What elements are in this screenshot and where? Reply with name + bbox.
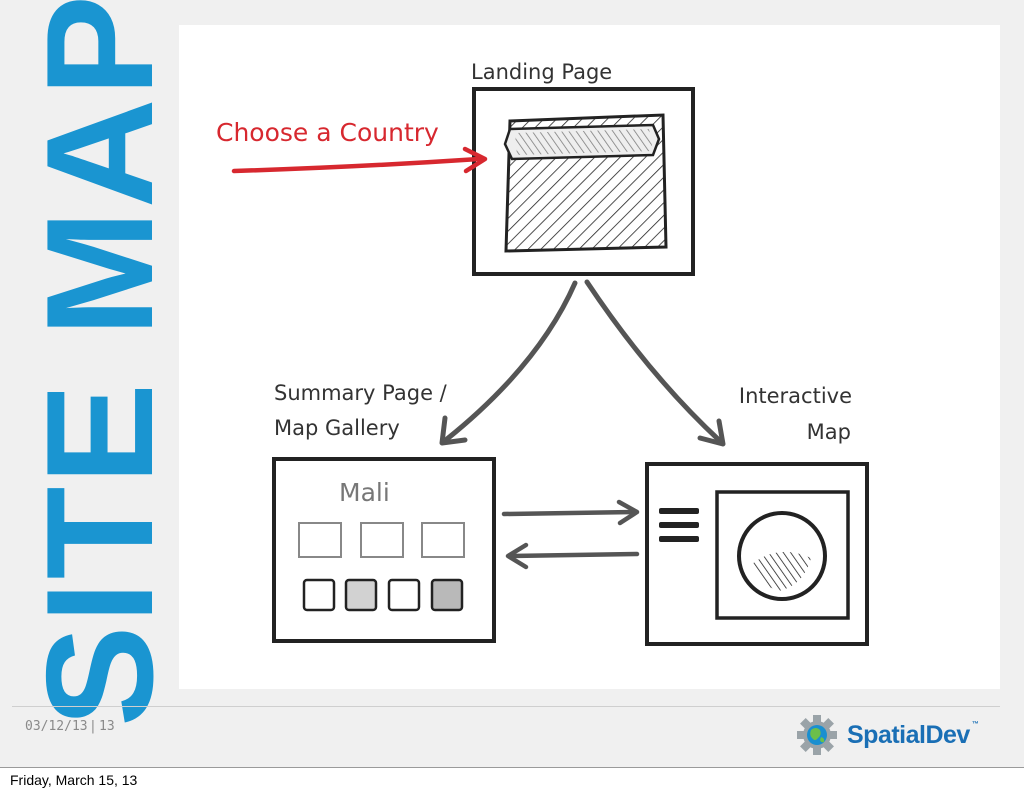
landing-page-label: Landing Page — [471, 60, 612, 84]
arrow-summary-to-interactive-line — [501, 509, 637, 517]
summary-page-label-line1: Summary Page / — [274, 381, 448, 405]
choose-country-arrowhead — [462, 146, 488, 174]
arrow-to-summary-head — [439, 415, 468, 446]
gallery-tile — [344, 578, 378, 612]
interactive-map-label-line1: Interactive — [739, 384, 852, 408]
gallery-tile — [430, 578, 464, 612]
menu-icon-bar — [659, 536, 699, 542]
slide: SITE MAP Landing Page Choose a Country — [0, 0, 1024, 768]
arrow-to-interactive-line — [584, 279, 723, 444]
print-caption: Friday, March 15, 13 — [10, 772, 138, 788]
summary-page-label-line2: Map Gallery — [274, 416, 400, 440]
diagram-panel: Landing Page Choose a Country Summary Pa… — [179, 25, 1000, 689]
choose-country-label: Choose a Country — [216, 118, 439, 147]
arrow-to-interactive-head — [697, 418, 726, 447]
map-globe-shading — [751, 551, 811, 591]
footer-separator: | — [89, 719, 97, 734]
gallery-thumb — [421, 522, 465, 558]
menu-icon-bar — [659, 522, 699, 528]
gallery-thumb — [298, 522, 342, 558]
slide-number: 13 — [99, 719, 115, 734]
landing-page-search-hatch — [515, 129, 653, 155]
arrow-summary-to-interactive-head — [616, 499, 640, 526]
gallery-thumb — [360, 522, 404, 558]
choose-country-arrow-line — [231, 156, 482, 174]
summary-page-country: Mali — [339, 478, 390, 507]
interactive-map-label-line2: Map — [807, 420, 851, 444]
arrow-to-summary-line — [444, 280, 578, 442]
slide-title-text: SITE MAP — [15, 0, 185, 727]
footer-divider — [12, 706, 1000, 707]
menu-icon-bar — [659, 508, 699, 514]
brand-name-text: SpatialDev — [847, 721, 970, 749]
site-map-diagram: Landing Page Choose a Country Summary Pa… — [216, 60, 869, 646]
gear-globe-icon — [797, 715, 837, 755]
arrow-interactive-to-summary-head — [505, 542, 529, 570]
slide-date: 03/12/13 — [25, 719, 88, 734]
gallery-tile — [302, 578, 336, 612]
arrow-interactive-to-summary-line — [508, 551, 640, 559]
gallery-tile — [387, 578, 421, 612]
brand-trademark: ™ — [971, 721, 979, 728]
